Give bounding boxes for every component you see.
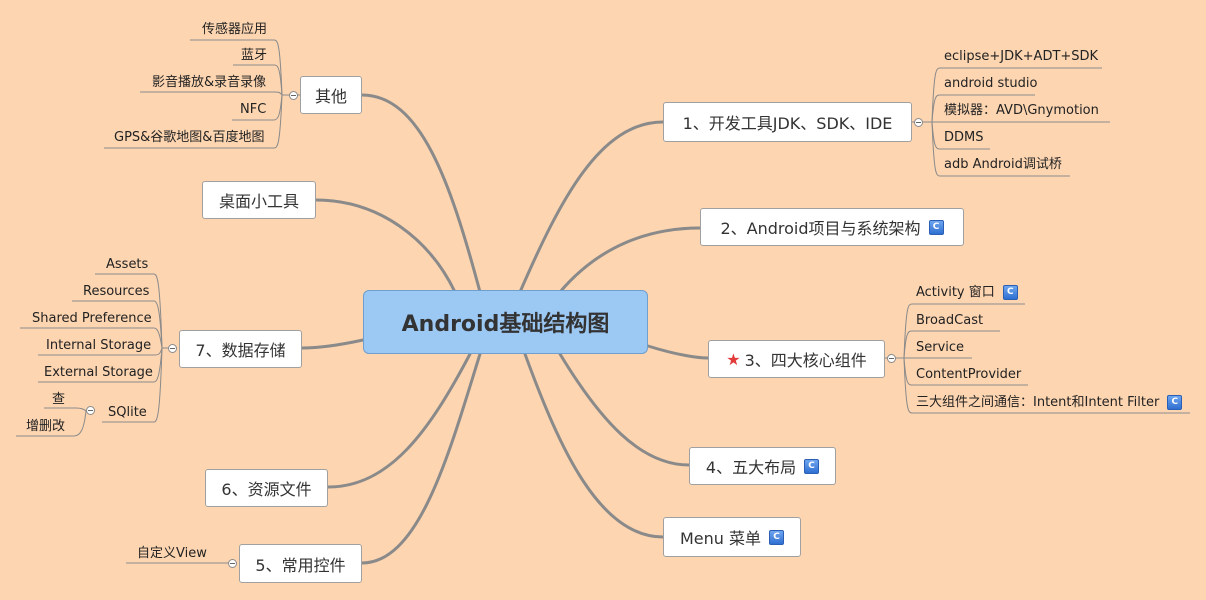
leaf-item[interactable]: 传感器应用 [202, 22, 268, 37]
connector-widgets [314, 198, 457, 294]
connector-controls [360, 352, 482, 565]
connector-project-arch [558, 226, 702, 294]
leaf-item[interactable]: eclipse+JDK+ADT+SDK [944, 49, 1099, 64]
node-label: 其他 [314, 87, 347, 106]
leaf-item[interactable]: External Storage [44, 365, 153, 380]
leaf-item[interactable]: 自定义View [137, 546, 207, 561]
node-label: 7、数据存储 [195, 341, 286, 360]
node-layouts[interactable]: 4、五大布局 C [689, 447, 836, 485]
note-badge-icon[interactable]: C [804, 458, 820, 474]
node-menu[interactable]: Menu 菜单 C [663, 517, 801, 557]
node-label: 2、Android项目与系统架构 [720, 219, 921, 238]
connector-layouts [558, 352, 691, 467]
leaf-item[interactable]: Resources [83, 284, 150, 299]
collapse-toggle-icon[interactable] [168, 344, 177, 353]
node-label: 5、常用控件 [255, 555, 346, 575]
connector-other [360, 93, 482, 294]
collapse-toggle-icon[interactable] [228, 559, 237, 568]
leaf-item[interactable]: BroadCast [916, 313, 984, 328]
leaf-item[interactable]: DDMS [944, 130, 984, 145]
leaf-item[interactable]: 增删改 [26, 419, 66, 434]
note-badge-icon[interactable]: C [1167, 395, 1183, 410]
node-dev-tools[interactable]: 1、开发工具JDK、SDK、IDE [663, 102, 912, 142]
leaf-item[interactable]: android studio [944, 76, 1038, 91]
leaf-item[interactable]: 模拟器：AVD\Gnymotion [944, 103, 1099, 118]
node-storage[interactable]: 7、数据存储 [179, 330, 302, 368]
note-badge-icon[interactable]: C [769, 529, 785, 545]
leaf-item[interactable]: Internal Storage [46, 338, 152, 353]
node-label: Menu 菜单 [679, 529, 762, 548]
collapse-toggle-icon[interactable] [887, 354, 896, 363]
leaf-item[interactable]: SQlite [108, 405, 147, 420]
leaf-item[interactable]: Service [916, 340, 965, 355]
node-controls[interactable]: 5、常用控件 [239, 544, 362, 583]
node-label: 3、四大核心组件 [744, 351, 867, 370]
leaf-item[interactable]: Assets [106, 257, 149, 272]
node-other[interactable]: 其他 [300, 76, 362, 114]
connector-dev-tools [518, 120, 665, 294]
leaf-item[interactable]: 查 [52, 392, 66, 407]
star-icon: ★ [726, 349, 741, 369]
node-resources[interactable]: 6、资源文件 [205, 469, 328, 507]
collapse-toggle-icon[interactable] [289, 91, 298, 100]
leaf-item[interactable]: 蓝牙 [241, 48, 268, 63]
collapse-toggle-icon[interactable] [914, 118, 923, 127]
central-topic[interactable]: Android基础结构图 [363, 290, 648, 354]
node-project-arch[interactable]: 2、Android项目与系统架构 C [700, 208, 964, 246]
note-badge-icon[interactable]: C [928, 219, 944, 235]
connector-core [646, 344, 710, 360]
leaf-item[interactable]: ContentProvider [916, 367, 1022, 382]
node-widgets[interactable]: 桌面小工具 [202, 181, 316, 219]
leaf-item[interactable]: adb Android调试桥 [944, 157, 1062, 172]
leaf-item[interactable]: NFC [240, 102, 267, 117]
connector-resources [326, 352, 472, 489]
connector-menu [523, 352, 665, 539]
node-label: 1、开发工具JDK、SDK、IDE [682, 114, 893, 133]
leaf-item[interactable]: Shared Preference [32, 311, 152, 326]
node-label: 桌面小工具 [218, 192, 299, 211]
connector-storage [300, 338, 365, 350]
collapse-toggle-icon[interactable] [86, 406, 95, 415]
leaf-item[interactable]: GPS&谷歌地图&百度地图 [114, 130, 265, 145]
leaf-item[interactable]: 影音播放&录音录像 [152, 75, 267, 90]
node-label: 4、五大布局 [705, 458, 797, 477]
node-label: 6、资源文件 [221, 480, 312, 499]
node-core-components[interactable]: ★3、四大核心组件 [708, 340, 885, 378]
note-badge-icon[interactable]: C [1002, 285, 1018, 300]
